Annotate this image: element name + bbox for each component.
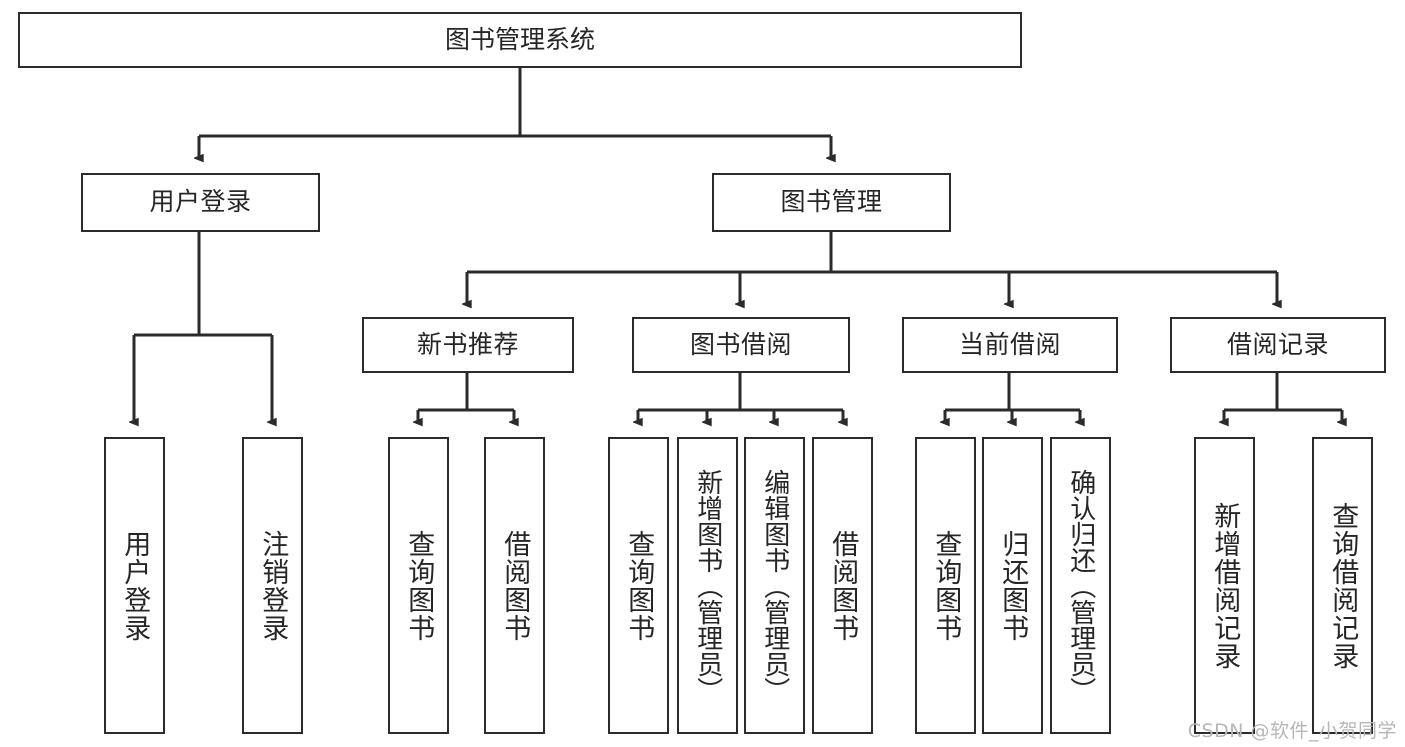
leaf-record-query-record-label: 查询借阅记录 [1327, 501, 1359, 670]
node-root[interactable]: 图书管理系统 [18, 12, 1022, 68]
node-borrow-record[interactable]: 借阅记录 [1170, 317, 1386, 373]
node-user-login[interactable]: 用户登录 [81, 173, 320, 232]
node-book-management-label: 图书管理 [780, 187, 883, 217]
node-new-book-recommend-label: 新书推荐 [416, 329, 519, 359]
leaf-borrow-edit-book[interactable]: 编辑图书（管理员） [744, 437, 805, 734]
node-user-login-label: 用户登录 [149, 187, 252, 217]
leaf-newbook-query-book[interactable]: 查询图书 [388, 437, 449, 734]
leaf-borrow-lend-book-label: 借阅图书 [827, 529, 859, 642]
leaf-newbook-borrow-book-label: 借阅图书 [499, 529, 531, 642]
leaf-newbook-query-book-label: 查询图书 [403, 529, 435, 642]
leaf-user-logout[interactable]: 注销登录 [242, 437, 303, 734]
leaf-user-login-label: 用户登录 [119, 529, 151, 642]
leaf-borrow-edit-book-label: 编辑图书（管理员） [759, 468, 790, 703]
node-book-borrow[interactable]: 图书借阅 [632, 317, 850, 373]
leaf-current-query-book-label: 查询图书 [930, 529, 962, 642]
leaf-borrow-query-book[interactable]: 查询图书 [608, 437, 669, 734]
node-borrow-record-label: 借阅记录 [1226, 329, 1329, 359]
leaf-current-query-book[interactable]: 查询图书 [915, 437, 976, 734]
node-current-borrow[interactable]: 当前借阅 [902, 317, 1118, 373]
leaf-user-logout-label: 注销登录 [257, 529, 289, 642]
leaf-record-query-record[interactable]: 查询借阅记录 [1312, 437, 1373, 734]
leaf-borrow-add-book[interactable]: 新增图书（管理员） [677, 437, 738, 734]
node-new-book-recommend[interactable]: 新书推荐 [362, 317, 574, 373]
node-current-borrow-label: 当前借阅 [958, 329, 1061, 359]
leaf-current-confirm-return-label: 确认归还（管理员） [1065, 468, 1096, 703]
node-book-management[interactable]: 图书管理 [712, 173, 951, 232]
leaf-borrow-query-book-label: 查询图书 [623, 529, 655, 642]
leaf-record-add-record[interactable]: 新增借阅记录 [1194, 437, 1255, 734]
leaf-current-confirm-return[interactable]: 确认归还（管理员） [1050, 437, 1111, 734]
node-book-borrow-label: 图书借阅 [689, 329, 792, 359]
node-root-label: 图书管理系统 [444, 24, 595, 54]
leaf-current-return-book[interactable]: 归还图书 [982, 437, 1043, 734]
leaf-record-add-record-label: 新增借阅记录 [1209, 501, 1241, 670]
leaf-newbook-borrow-book[interactable]: 借阅图书 [484, 437, 545, 734]
leaf-borrow-lend-book[interactable]: 借阅图书 [812, 437, 873, 734]
leaf-user-login[interactable]: 用户登录 [104, 437, 165, 734]
leaf-borrow-add-book-label: 新增图书（管理员） [692, 468, 723, 703]
leaf-current-return-book-label: 归还图书 [997, 529, 1029, 642]
